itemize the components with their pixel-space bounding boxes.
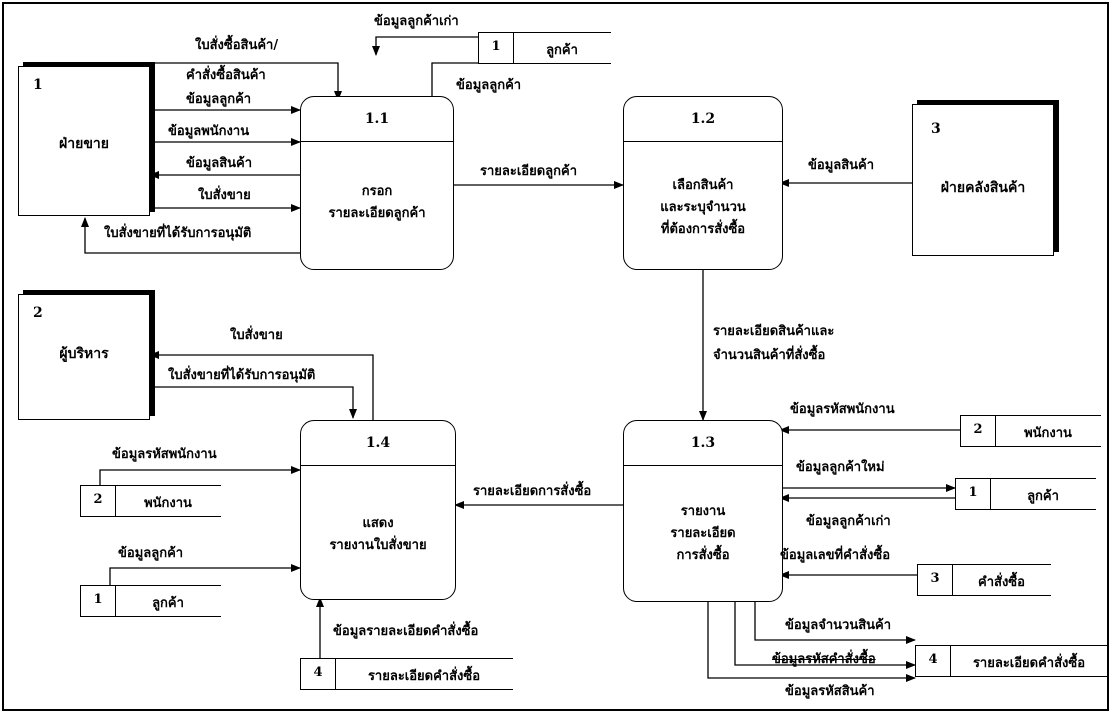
datastore-number: 1 — [491, 39, 501, 54]
entity-management: 2 ผู้บริหาร — [18, 294, 150, 420]
datastore-customer-left: 1 ลูกค้า — [80, 585, 221, 617]
datastore-name: ลูกค้า — [152, 596, 184, 611]
entity-id: 1 — [33, 77, 43, 93]
datastore-orderdetail-right: 4 รายละเอียดคำสั่งซื้อ — [915, 645, 1108, 677]
entity-name: ฝ่ายขาย — [59, 136, 109, 152]
process-name: แสดง รายงานใบสั่งขาย — [329, 516, 427, 553]
process-id: 1.2 — [690, 111, 716, 127]
flow-label: ข้อมูลลูกค้าใหม่ — [796, 460, 885, 475]
entity-id: 2 — [33, 305, 43, 321]
process-name: กรอก รายละเอียดลูกค้า — [328, 184, 426, 221]
flow-label: รายละเอียดการสั่งซื้อ — [473, 484, 592, 499]
flow-label: ข้อมูลสินค้า — [186, 156, 253, 171]
datastore-number: 1 — [93, 592, 103, 607]
process-name: เลือกสินค้า และระบุจำนวน ที่ต้องการสั่งซ… — [660, 178, 746, 237]
datastore-name: พนักงาน — [1024, 426, 1072, 441]
flow-label: ข้อมูลลูกค้าเก่า — [374, 14, 459, 29]
flow-label: ใบสั่งขายที่ได้รับการอนุมัติ — [104, 226, 252, 241]
process-id: 1.4 — [365, 435, 391, 451]
flow-label: ข้อมูลรหัสพนักงาน — [790, 402, 895, 417]
flow-label: ข้อมูลจำนวนสินค้า — [785, 618, 892, 633]
process-id: 1.1 — [364, 111, 390, 127]
entity-id: 3 — [931, 121, 941, 137]
datastore-customer-top: 1 ลูกค้า — [478, 32, 611, 64]
process-1-4: 1.4 แสดง รายงานใบสั่งขาย — [300, 420, 456, 600]
flow-label: ข้อมูลรายละเอียดคำสั่งซื้อ — [333, 624, 479, 639]
datastore-name: รายละเอียดคำสั่งซื้อ — [972, 656, 1086, 671]
flow-label: ข้อมูลรหัสพนักงาน — [112, 447, 217, 462]
flow-label: ใบสั่งขาย — [198, 188, 251, 203]
entity-warehouse: 3 ฝ่ายคลังสินค้า — [912, 104, 1054, 256]
datastore-name: รายละเอียดคำสั่งซื้อ — [367, 669, 481, 684]
datastore-customer-right: 1 ลูกค้า — [955, 478, 1096, 510]
process-1-3: 1.3 รายงาน รายละเอียด การสั่งซื้อ — [623, 420, 783, 602]
flow-label: ข้อมูลลูกค้า — [118, 546, 184, 561]
flow-label: ข้อมูลลูกค้าเก่า — [806, 514, 891, 529]
datastore-employee-left: 2 พนักงาน — [80, 485, 221, 517]
datastore-employee-right: 2 พนักงาน — [960, 415, 1101, 447]
flow-label: รายละเอียดลูกค้า — [480, 164, 577, 179]
datastore-number: 4 — [928, 652, 938, 667]
flow-label: ใบสั่งขายที่ได้รับการอนุมัติ — [168, 368, 316, 383]
flow-label: ใบสั่งซื้อสินค้า/ — [195, 38, 279, 53]
datastore-number: 3 — [930, 571, 940, 586]
flow-label: จำนวนสินค้าที่สั่งซื้อ — [713, 348, 826, 363]
flow-label: ข้อมูลรหัสสินค้า — [785, 684, 875, 699]
flow-label: ข้อมูลสินค้า — [808, 158, 875, 173]
entity-name: ฝ่ายคลังสินค้า — [940, 180, 1026, 196]
process-name: รายงาน รายละเอียด การสั่งซื้อ — [670, 504, 736, 563]
datastore-order-right: 3 คำสั่งซื้อ — [917, 564, 1051, 596]
entity-name: ผู้บริหาร — [59, 346, 109, 362]
process-id: 1.3 — [690, 435, 716, 451]
datastore-number: 1 — [968, 485, 978, 500]
flow-label: ใบสั่งขาย — [230, 328, 283, 343]
flow-label: ข้อมูลพนักงาน — [168, 124, 250, 139]
datastore-number: 2 — [93, 492, 103, 507]
flow-label: ข้อมูลรหัสคำสั่งซื้อ — [772, 652, 876, 667]
flow-label: คำสั่งซื้อสินค้า — [186, 68, 266, 83]
process-1-2: 1.2 เลือกสินค้า และระบุจำนวน ที่ต้องการส… — [623, 96, 783, 270]
datastore-name: ลูกค้า — [546, 43, 578, 58]
flow-label: รายละเอียดสินค้าและ — [713, 324, 835, 339]
datastore-orderdetail-bottom: 4 รายละเอียดคำสั่งซื้อ — [300, 658, 513, 690]
entity-sales: 1 ฝ่ายขาย — [18, 66, 150, 216]
datastore-name: พนักงาน — [144, 496, 192, 511]
datastore-number: 4 — [313, 665, 323, 680]
flow-label: ข้อมูลลูกค้า — [186, 92, 252, 107]
flow-label: ข้อมูลเลขที่คำสั่งซื้อ — [780, 548, 891, 563]
process-1-1: 1.1 กรอก รายละเอียดลูกค้า — [300, 96, 454, 270]
flow-label: ข้อมูลลูกค้า — [456, 78, 522, 93]
datastore-number: 2 — [973, 422, 983, 437]
datastore-name: คำสั่งซื้อ — [978, 575, 1025, 590]
datastore-name: ลูกค้า — [1027, 489, 1059, 504]
